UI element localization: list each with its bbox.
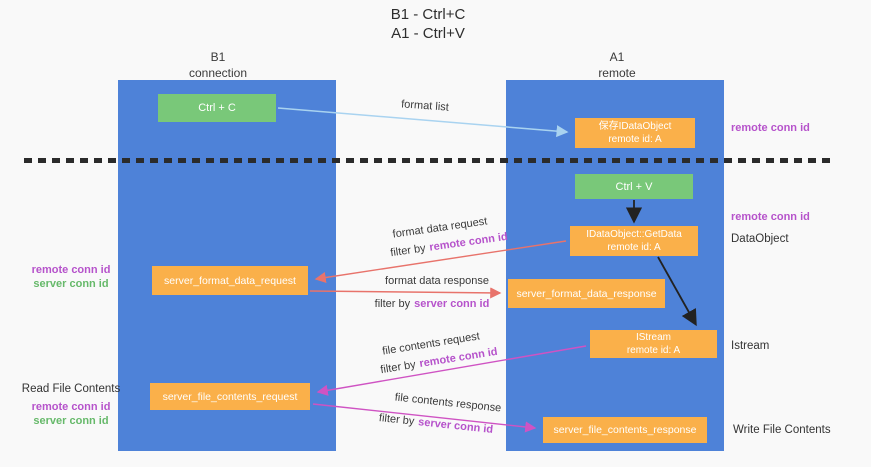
write-file-contents-annotation: Write File Contents [733, 424, 831, 436]
remote-conn-id-annotation: remote conn id [31, 400, 111, 413]
server-file-contents-response-box: server_file_contents_response [543, 417, 707, 443]
remote-conn-id-annotation-mid: remote conn id [731, 211, 810, 223]
server-conn-id-text: server conn id [414, 298, 490, 310]
istream-box: IStream remote id: A [590, 330, 717, 358]
conn-id-annotation-group-mid: remote conn id server conn id [6, 263, 136, 292]
remote-conn-id-text: remote conn id [428, 230, 509, 254]
idataobject-getdata-box: IDataObject::GetData remote id: A [570, 226, 698, 256]
server-conn-id-text: server conn id [417, 416, 494, 436]
format-list-label: format list [400, 98, 450, 114]
lifeline-a1-role: remote [598, 65, 636, 80]
server-format-data-request-box: server_format_data_request [152, 266, 308, 295]
getdata-line1: IDataObject::GetData [586, 229, 682, 240]
filter-by-text: filter by [378, 412, 415, 428]
saved-dataobject-line2: remote id: A [608, 134, 662, 145]
lifeline-header-a1: A1 remote [542, 50, 692, 81]
getdata-line2: remote id: A [607, 242, 661, 253]
istream-line1: IStream [635, 332, 671, 343]
copy-paste-divider-line [24, 158, 832, 163]
istream-line2: remote id: A [626, 345, 681, 356]
filter-by-text: filter by [374, 298, 411, 310]
server-conn-id-annotation: server conn id [33, 278, 109, 291]
server-file-contents-request-box: server_file_contents_request [150, 383, 310, 410]
filter-by-text: filter by [379, 358, 417, 377]
lifeline-b1-name: B1 [210, 50, 226, 64]
read-file-contents-group: Read File Contents remote conn id server… [6, 382, 136, 429]
file-contents-response-label: file contents response [394, 391, 502, 415]
ctrl-v-box: Ctrl + V [575, 174, 693, 199]
istream-annotation: Istream [731, 340, 770, 352]
server-format-data-response-box: server_format_data_response [508, 279, 665, 308]
title-line-2: A1 - Ctrl+V [391, 24, 465, 42]
remote-conn-id-annotation-top: remote conn id [731, 122, 810, 134]
lifeline-header-b1: B1 connection [143, 50, 293, 81]
format-data-response-label: format data response [385, 275, 489, 287]
remote-conn-id-annotation: remote conn id [31, 264, 111, 276]
ctrl-c-box: Ctrl + C [158, 94, 276, 122]
dataobject-annotation: DataObject [731, 233, 789, 245]
lifeline-b1-role: connection [188, 65, 248, 80]
page-title: B1 - Ctrl+C A1 - Ctrl+V [268, 6, 588, 44]
server-conn-id-annotation: server conn id [33, 415, 109, 428]
arrow-format-data-response [309, 287, 502, 299]
lifeline-a1-name: A1 [609, 50, 625, 64]
title-line-1: B1 - Ctrl+C [390, 6, 466, 23]
saved-dataobject-box: 保存IDataObject remote id: A [575, 118, 695, 148]
read-file-contents-annotation: Read File Contents [21, 383, 121, 395]
filter-by-text: filter by [389, 242, 427, 260]
saved-dataobject-line1: 保存IDataObject [598, 121, 672, 132]
